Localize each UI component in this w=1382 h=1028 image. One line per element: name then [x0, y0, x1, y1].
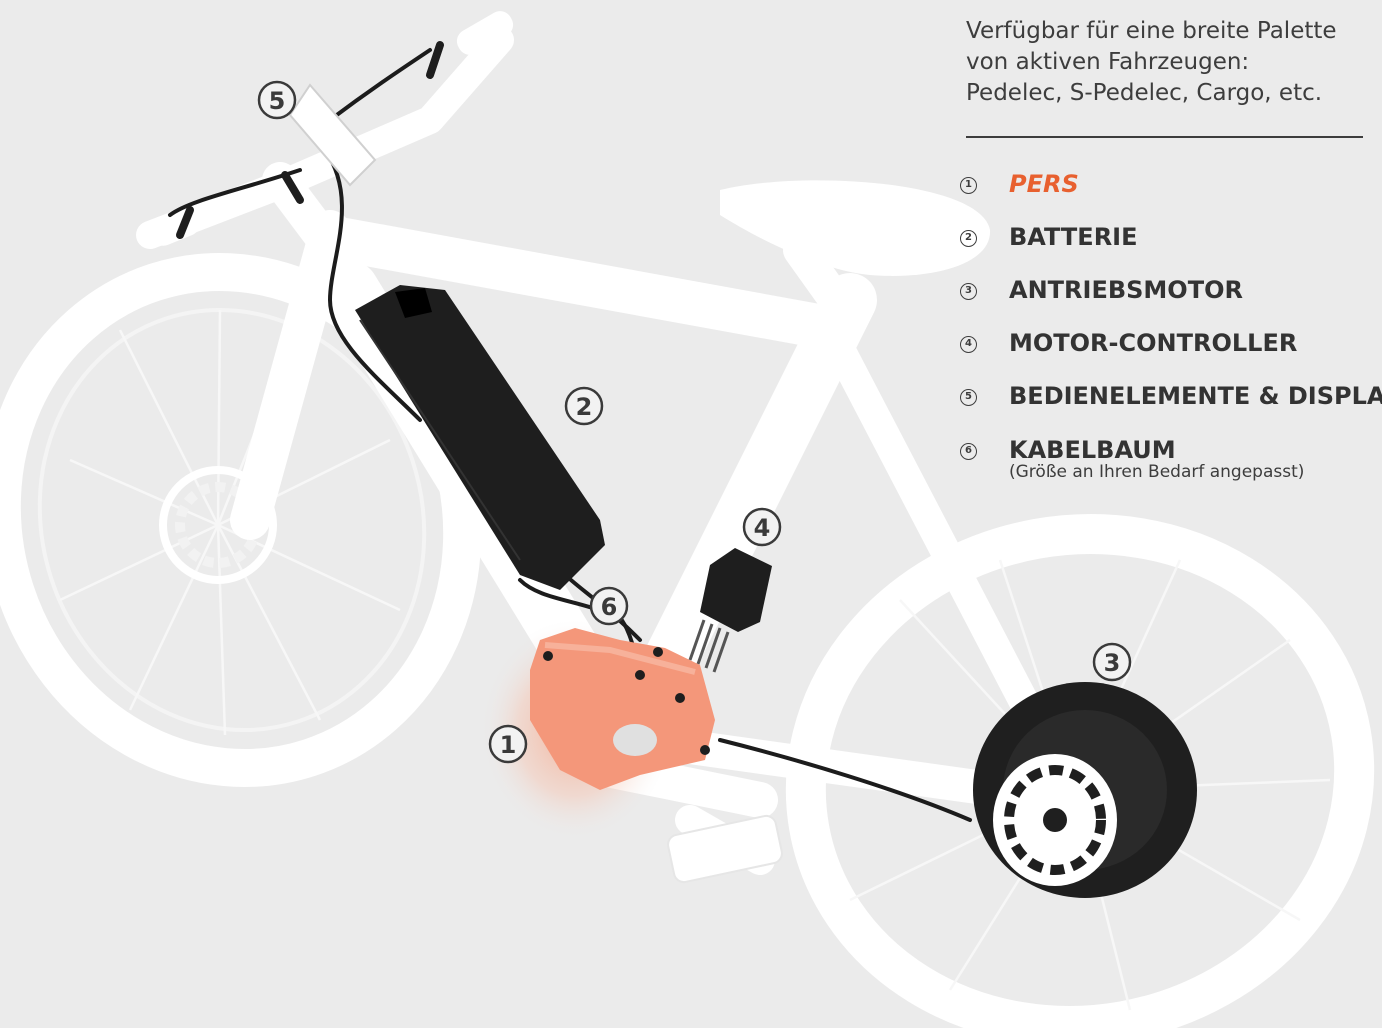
hub-motor [973, 682, 1197, 898]
svg-text:6: 6 [601, 593, 618, 621]
callout-6: 6 [591, 588, 627, 624]
svg-text:4: 4 [754, 514, 771, 542]
divider [966, 136, 1363, 138]
svg-text:2: 2 [576, 393, 593, 421]
saddle [720, 180, 990, 276]
legend-marker: 4 [960, 336, 977, 353]
legend-label: MOTOR-CONTROLLER [1009, 327, 1297, 359]
callout-1: 1 [490, 726, 526, 762]
legend-sublabel: (Größe an Ihren Bedarf angepasst) [1009, 462, 1304, 482]
legend-marker: 1 [960, 177, 977, 194]
legend-label: ANTRIEBSMOTOR [1009, 274, 1243, 306]
svg-text:1: 1 [500, 731, 517, 759]
legend-label: PERS [1009, 168, 1079, 200]
callout-2: 2 [566, 388, 602, 424]
legend-label: BATTERIE [1009, 221, 1138, 253]
legend-label: BEDIENELEMENTE & DISPLAY [1009, 380, 1382, 412]
callout-3: 3 [1094, 644, 1130, 680]
svg-text:3: 3 [1104, 649, 1121, 677]
intro-line-1: Verfügbar für eine breite Palette [966, 18, 1337, 44]
intro-text: Verfügbar für eine breite Palette von ak… [966, 16, 1382, 109]
intro-line-3: Pedelec, S-Pedelec, Cargo, etc. [966, 80, 1322, 106]
intro-line-2: von aktiven Fahrzeugen: [966, 49, 1249, 75]
legend-marker: 6 [960, 443, 977, 460]
svg-text:5: 5 [269, 87, 286, 115]
callout-4: 4 [744, 509, 780, 545]
legend-marker: 5 [960, 389, 977, 406]
info-panel: Verfügbar für eine breite Palette von ak… [966, 16, 1382, 138]
callout-5: 5 [259, 82, 295, 118]
legend-marker: 3 [960, 283, 977, 300]
legend-marker: 2 [960, 230, 977, 247]
